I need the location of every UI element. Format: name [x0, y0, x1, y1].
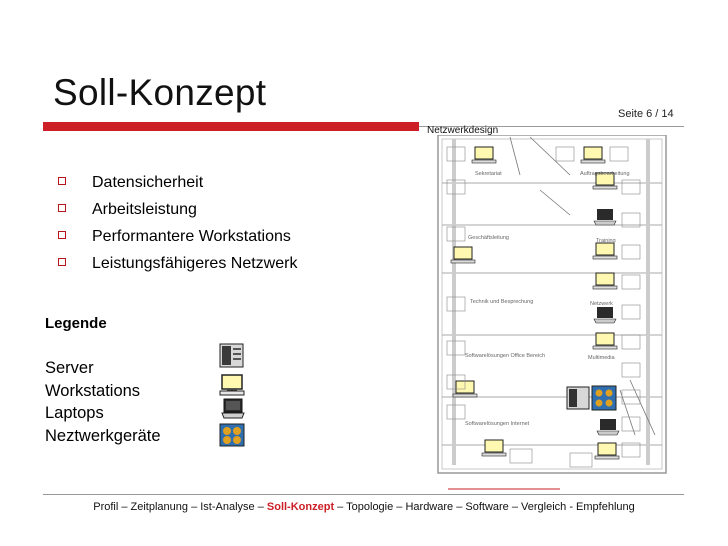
legend-label-network: Neztwerkgeräte: [45, 426, 161, 445]
legend-label-server: Server: [45, 359, 94, 377]
bullet-square-icon: [58, 258, 66, 266]
slide-title: Soll-Konzept: [53, 72, 267, 113]
footer-nav-after: – Topologie – Hardware – Software – Verg…: [334, 501, 635, 513]
network-floorplan-diagram: Sekretariat Auftragsbearbeitung Geschäft…: [437, 135, 667, 490]
bullet-text: Datensicherheit: [92, 174, 204, 191]
title-underline-bar: [43, 122, 419, 131]
room-label: Technik und Besprechung: [470, 299, 533, 305]
room-label: Netzwerk: [590, 301, 613, 307]
room-label: Training: [596, 238, 616, 244]
footer-divider: [43, 494, 684, 495]
diagram-laptop-icon: [593, 209, 620, 436]
bullet-text: Arbeitsleistung: [92, 201, 197, 218]
footer-navigation: Profil – Zeitplanung – Ist-Analyse – Sol…: [0, 501, 728, 513]
network-device-icon: [219, 423, 245, 447]
bullet-square-icon: [58, 177, 66, 185]
room-label: Multimedia: [588, 355, 616, 361]
page-number: Seite 6 / 14: [618, 108, 674, 120]
title-divider-line: [419, 126, 684, 127]
legend-list: Server Workstations Laptops Neztwerkgerä…: [45, 357, 161, 447]
bullet-text: Leistungsfähigeres Netzwerk: [92, 255, 298, 272]
legend-heading: Legende: [45, 315, 107, 332]
bullet-text: Performantere Workstations: [92, 228, 291, 245]
room-label: Softwarelösungen Internet: [465, 421, 530, 427]
bullet-item: Datensicherheit: [55, 172, 297, 199]
diagram-workstation-icon: [450, 146, 620, 460]
server-icon: [219, 343, 244, 368]
bullet-square-icon: [58, 204, 66, 212]
diagram-network-device-icon: [591, 385, 617, 411]
bullet-item: Performantere Workstations: [55, 226, 297, 253]
laptop-icon: [221, 398, 245, 419]
room-label: Geschäftsleitung: [468, 235, 509, 241]
bullet-square-icon: [58, 231, 66, 239]
bullet-list: Datensicherheit Arbeitsleistung Performa…: [55, 172, 297, 280]
diagram-title: Netzwerkdesign: [427, 125, 499, 136]
footer-nav-current: Soll-Konzept: [266, 501, 335, 513]
workstation-icon: [219, 374, 245, 396]
bullet-item: Leistungsfähigeres Netzwerk: [55, 253, 297, 280]
room-label: Softwarelösungen Office Bereich: [465, 353, 545, 359]
diagram-outlet-boxes: [446, 146, 641, 468]
bullet-item: Arbeitsleistung: [55, 199, 297, 226]
legend-label-laptops: Laptops: [45, 404, 104, 422]
diagram-server-icon: [566, 386, 590, 410]
room-label: Sekretariat: [475, 171, 502, 177]
footer-nav-before: Profil – Zeitplanung – Ist-Analyse –: [93, 501, 267, 513]
legend-label-workstations: Workstations: [45, 381, 141, 400]
room-label: Auftragsbearbeitung: [580, 171, 630, 177]
